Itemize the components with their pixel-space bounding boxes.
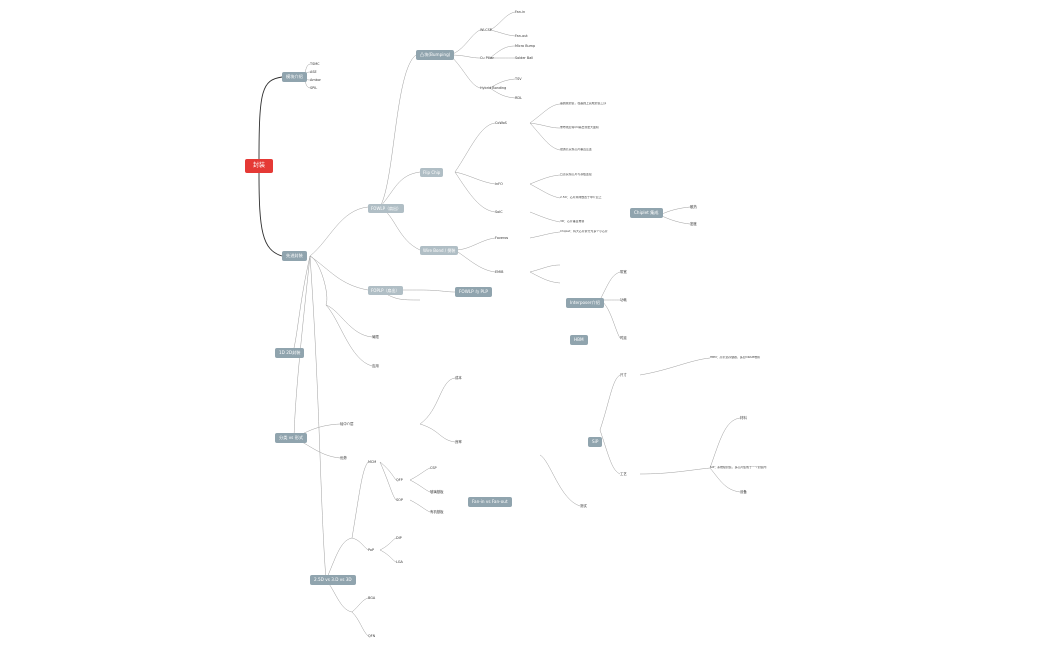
label-wlcsp[interactable]: WLCSP xyxy=(480,28,492,32)
node-wirebond[interactable]: Wire Bond / 倒装 xyxy=(420,246,459,255)
label-thermal[interactable]: 散热 xyxy=(690,205,697,209)
node-chiplet[interactable]: Chiplet 集成 xyxy=(630,208,663,218)
label-cu-pillar[interactable]: Cu Pillar xyxy=(480,56,494,60)
connector-root-upper xyxy=(258,76,283,160)
label-info[interactable]: InFO xyxy=(495,182,503,186)
label-materials[interactable]: 材料 xyxy=(740,416,747,420)
label-soic[interactable]: SoIC xyxy=(495,210,503,214)
node-compare[interactable]: Fan-in vs Fan-out xyxy=(468,497,512,507)
node-25d-vs-3d[interactable]: 2.5D vs 3.D vs 3D xyxy=(310,575,356,585)
node-fowlp-a[interactable]: FOWLP（扇出） xyxy=(368,204,405,213)
label-pop[interactable]: PoP xyxy=(368,548,375,552)
node-hbm[interactable]: HBM xyxy=(570,335,588,345)
label-advantage[interactable]: 优势 xyxy=(340,456,347,460)
node-fowlp-b[interactable]: FOPLP（扇出） xyxy=(368,286,403,295)
node-panel[interactable]: FOWLP 与 PLP xyxy=(455,287,492,297)
label-latency[interactable]: 时延 xyxy=(620,336,627,340)
node-flipchip[interactable]: Flip Chip xyxy=(420,168,444,177)
label-sop[interactable]: SOP xyxy=(396,498,403,502)
left-item-3[interactable]: SPIL xyxy=(310,86,318,90)
label-tsv[interactable]: TSV xyxy=(515,77,522,81)
node-advanced-packaging[interactable]: 先进封装 xyxy=(282,251,307,261)
label-power[interactable]: 功耗 xyxy=(620,298,627,302)
label-density[interactable]: 密度 xyxy=(690,222,697,226)
label-test[interactable]: 测试 xyxy=(580,504,587,508)
label-bandwidth[interactable]: 带宽 xyxy=(620,270,627,274)
label-size[interactable]: 尺寸 xyxy=(620,373,627,377)
label-glass[interactable]: 玻璃基板 xyxy=(430,490,444,494)
left-item-0[interactable]: TSMC xyxy=(310,62,320,66)
label-bga[interactable]: BGA xyxy=(368,596,376,600)
note-block-6: 3D：芯片垂直堆叠 xyxy=(560,220,585,223)
label-equipment[interactable]: 设备 xyxy=(740,490,747,494)
left-item-1[interactable]: ASE xyxy=(310,70,317,74)
label-organic[interactable]: 有机基板 xyxy=(430,510,444,514)
label-fan-in[interactable]: Fan-in xyxy=(515,10,526,14)
note-block-9: SiP：系统级封装，多芯片集成于一个封装内 xyxy=(710,466,767,469)
label-silicon[interactable]: 硅中介层 xyxy=(340,422,354,426)
label-apps[interactable]: 应用 xyxy=(372,364,379,368)
label-cost[interactable]: 成本 xyxy=(455,376,462,380)
note-block-2: 重布线层将I/O扇出到更大面积 xyxy=(560,126,599,129)
node-sip[interactable]: SiP xyxy=(588,437,603,447)
label-solder[interactable]: Solder Ball xyxy=(515,56,534,60)
connector-root-lower xyxy=(258,172,283,257)
label-hybrid[interactable]: Hybrid Bonding xyxy=(480,86,507,90)
node-bumping[interactable]: 凸块(Bumping) xyxy=(416,50,455,60)
note-block-3: 硅通孔实现芯片垂直互连 xyxy=(560,148,592,151)
label-yield[interactable]: 良率 xyxy=(455,440,462,444)
label-dip[interactable]: DIP xyxy=(396,536,402,540)
label-process[interactable]: 工艺 xyxy=(620,472,627,476)
node-by-type[interactable]: 分类 vs 形式 xyxy=(275,433,308,443)
label-rdl[interactable]: RDL xyxy=(515,96,522,100)
label-qfn[interactable]: QFN xyxy=(368,634,376,638)
left-item-2[interactable]: Amkor xyxy=(310,78,321,82)
node-interposer[interactable]: Interposer介绍 xyxy=(566,298,604,308)
note-block-4: 凸点实现芯片与基板连接 xyxy=(560,173,592,176)
label-emib[interactable]: EMIB xyxy=(495,270,504,274)
root-node[interactable]: 封装 xyxy=(245,159,273,173)
node-1d-2d[interactable]: 1D 2D封装 xyxy=(275,348,305,358)
label-foveros[interactable]: Foveros xyxy=(495,236,509,240)
note-block-5: 2.5D：芯片并排放置于中介层上 xyxy=(560,196,602,199)
note-block-7: Chiplet：将大芯片拆分为多个小芯片 xyxy=(560,230,608,233)
label-mcm[interactable]: MCM xyxy=(368,460,377,464)
note-block-8: HBM：高带宽存储器，多层DRAM堆叠 xyxy=(710,356,760,359)
label-limits[interactable]: 局限 xyxy=(372,335,379,339)
label-lga[interactable]: LGA xyxy=(396,560,403,564)
label-csp[interactable]: CSP xyxy=(430,466,437,470)
node-overview[interactable]: 模块介绍 xyxy=(282,72,307,82)
label-qfp[interactable]: QFP xyxy=(396,478,403,482)
label-cowos[interactable]: CoWoS xyxy=(495,121,507,125)
label-fan-out[interactable]: Fan-out xyxy=(515,34,528,38)
note-block-1: 晶圆级封装，在晶圆上完成封装工序 xyxy=(560,102,607,105)
label-micro[interactable]: Micro Bump xyxy=(515,44,536,48)
